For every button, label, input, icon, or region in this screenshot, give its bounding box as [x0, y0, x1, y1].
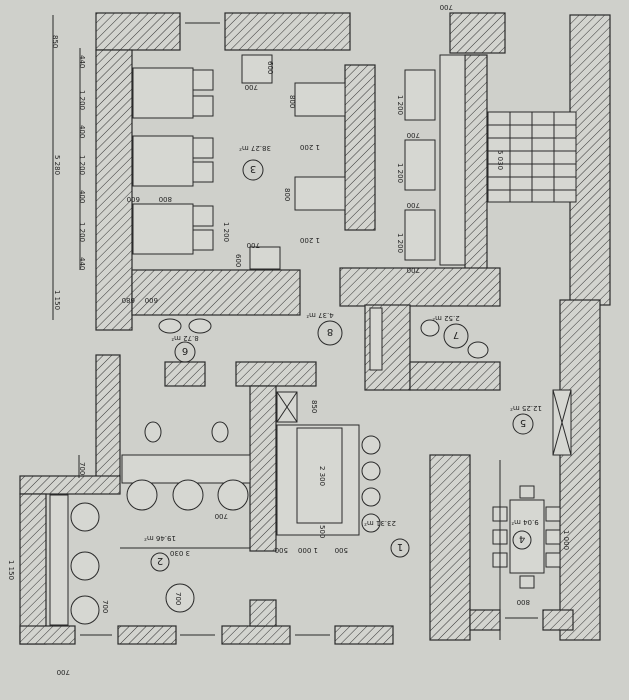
windows [80, 22, 538, 636]
room-8-label: 8 4.37 m² [306, 311, 343, 346]
label-text: 5 280 [53, 155, 61, 175]
staircase [487, 111, 577, 203]
room-4-label: 4 9.04 m² [511, 518, 539, 550]
label-text: 23.31 m² [364, 519, 396, 527]
label-text: 700 [247, 241, 260, 249]
label-text: 1 [397, 541, 403, 552]
label-text: 2 [157, 555, 163, 566]
label-text: 600 [145, 296, 158, 304]
label-text: 700 [440, 3, 453, 11]
label-text: 800 [288, 95, 296, 108]
room-labels: 1 23.31 m² 2 19.46 m² 3 38.27 m² 4 9.04 m² 5… [144, 144, 542, 572]
label-text: 800 [159, 195, 172, 203]
label-text: 500 [275, 546, 288, 554]
label-text: 2 300 [318, 466, 326, 486]
label-text: 8.72 m² [171, 334, 199, 342]
label-text: 9.04 m² [511, 518, 539, 526]
label-text: 440 [78, 257, 86, 270]
label-text: 1 200 [396, 233, 404, 253]
label-text: 600 [234, 254, 242, 267]
label-text: 700 [57, 668, 70, 676]
label-text: 4.37 m² [306, 311, 334, 319]
label-text: 700 [407, 131, 420, 139]
label-text: 38.27 m² [239, 144, 271, 152]
label-text: 500 [335, 546, 348, 554]
label-text: 700 [215, 512, 228, 520]
room-2-furniture [49, 454, 251, 626]
label-text: 800 [283, 188, 291, 201]
label-text: 2.52 m² [432, 314, 460, 322]
room-1-label: 1 23.31 m² [364, 519, 410, 558]
label-text: 1 200 [396, 95, 404, 115]
label-text: 600 [266, 61, 274, 74]
label-text: 1 200 [78, 90, 86, 110]
label-text: 1 150 [53, 290, 61, 310]
label-text: 19.46 m² [144, 534, 176, 542]
label-text: 3 030 [170, 549, 190, 557]
label-text: 8 [327, 326, 333, 337]
room-2-label: 2 19.46 m² [144, 534, 176, 572]
label-text: 600 [127, 195, 140, 203]
label-text: 1 200 [396, 163, 404, 183]
label-text: 1 000 [298, 546, 318, 554]
label-text: 7 [453, 329, 459, 340]
label-text: 500 [318, 525, 326, 538]
room-6-label: 6 8.72 m² [171, 334, 199, 363]
sanitary-fixtures [144, 307, 489, 443]
label-text: 800 [517, 598, 530, 606]
label-text: 6 [182, 345, 188, 356]
corridor-tables [404, 54, 466, 266]
booth-seating [132, 54, 346, 270]
label-text: 1 200 [300, 143, 320, 151]
label-text: 1 150 [7, 560, 15, 580]
label-text: 1 000 [562, 530, 570, 550]
label-text: 700 [407, 266, 420, 274]
bar-counter [276, 391, 381, 536]
label-text: 400 [78, 190, 86, 203]
label-text: 700 [78, 462, 86, 475]
label-text: 1 200 [222, 222, 230, 242]
label-text: 700 [407, 201, 420, 209]
room-3-label: 3 38.27 m² [239, 144, 271, 181]
label-text: 700 [174, 592, 182, 605]
label-text: 850 [310, 400, 318, 413]
room-4-furniture [492, 389, 572, 589]
label-text: 440 [78, 55, 86, 68]
label-text: 5 030 [496, 150, 504, 170]
label-text: 700 [245, 83, 258, 91]
label-text: 700 [101, 600, 109, 613]
walls [19, 12, 611, 645]
label-text: 5 [520, 417, 526, 428]
label-text: 850 [51, 35, 59, 48]
label-text: 1 200 [78, 222, 86, 242]
label-text: 3 [250, 163, 256, 174]
dimension-lines [52, 15, 501, 640]
label-text: 400 [78, 125, 86, 138]
label-text: 12.25 m² [510, 404, 542, 412]
room-7-label: 7 2.52 m² [432, 314, 469, 349]
label-text: 1 200 [78, 155, 86, 175]
label-text: 680 [122, 296, 135, 304]
dimension-labels: 850 5 280 1 150 440 1 200 400 1 200 400 … [7, 3, 570, 676]
room-5-label: 5 12.25 m² [510, 404, 542, 435]
label-text: 1 200 [300, 236, 320, 244]
label-text: 4 [519, 533, 525, 544]
